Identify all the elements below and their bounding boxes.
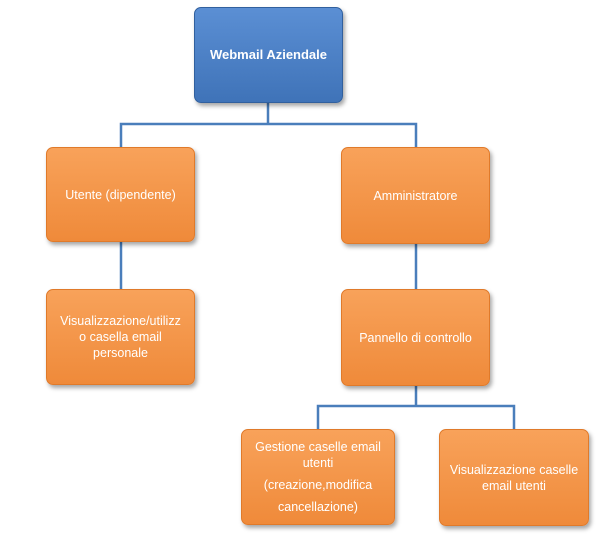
view-mailboxes-node: Visualizzazione caselle email utenti — [439, 429, 589, 526]
user-child-line-2: o casella email — [79, 330, 162, 344]
management-node: Gestione caselle email utenti (creazione… — [241, 429, 395, 525]
user-label: Utente (dipendente) — [65, 187, 176, 202]
view-mailboxes-line-1: Visualizzazione caselle — [449, 462, 579, 477]
management-line-3: (creazione,modifica — [263, 478, 373, 492]
admin-label: Amministratore — [373, 188, 458, 203]
user-child-node: Visualizzazione/utilizz o casella email … — [46, 289, 195, 385]
panel-node: Pannello di controllo — [341, 289, 490, 386]
management-line-4: cancellazione) — [278, 500, 358, 514]
root-label: Webmail Aziendale — [209, 47, 328, 62]
user-node: Utente (dipendente) — [46, 147, 195, 242]
panel-label: Pannello di controllo — [359, 330, 472, 345]
user-child-line-3: personale — [93, 346, 148, 360]
root-node: Webmail Aziendale — [194, 7, 343, 103]
connector-panel — [316, 386, 516, 430]
management-line-2: utenti — [302, 456, 334, 470]
connector-root — [119, 103, 418, 148]
user-child-line-1: Visualizzazione/utilizz — [60, 314, 181, 328]
admin-node: Amministratore — [341, 147, 490, 244]
management-line-1: Gestione caselle email — [255, 440, 381, 454]
view-mailboxes-line-2: email utenti — [482, 478, 546, 493]
